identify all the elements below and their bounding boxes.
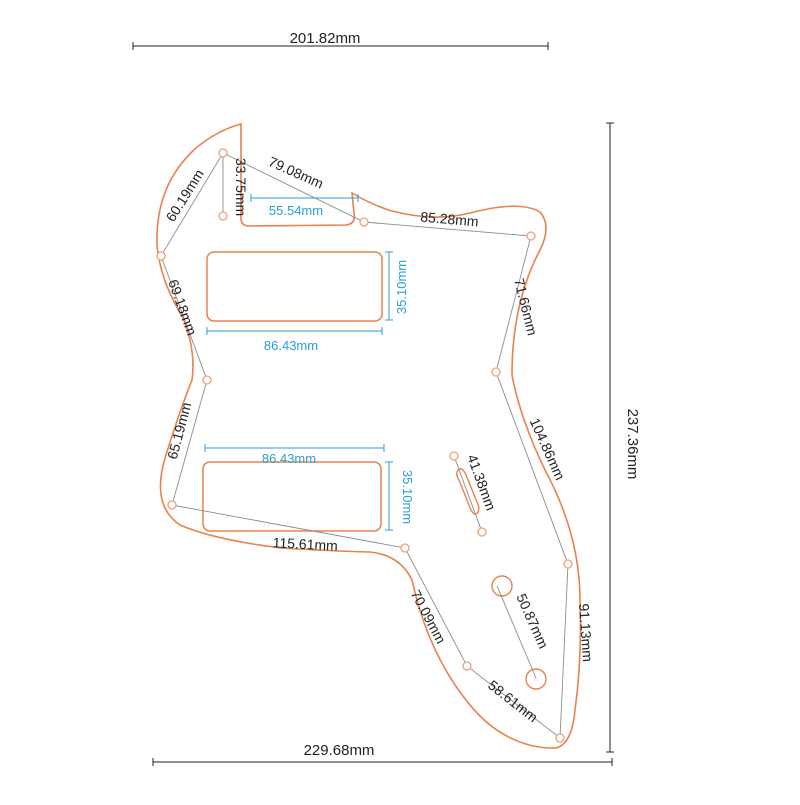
screw-hole [563, 559, 573, 569]
guide-lines [160, 152, 569, 739]
top-right-label: 85.28mm [420, 209, 480, 230]
bottom-width-label: 229.68mm [304, 742, 375, 759]
screw-hole [359, 217, 369, 227]
dimension-labels: 201.82mm 229.68mm 237.36mm 60.19mm 33.75… [163, 30, 641, 759]
knob-span-label: 50.87mm [513, 591, 551, 651]
switch-slot [456, 468, 480, 515]
screw-hole [202, 375, 212, 385]
screw-hole [477, 527, 487, 537]
screw-hole [218, 148, 228, 158]
horn-drop-label: 33.75mm [233, 158, 249, 216]
screw-hole [449, 451, 459, 461]
pickguard-body [156, 122, 582, 749]
screw-hole [462, 661, 472, 671]
pickup2-height-label: 35.10mm [400, 470, 415, 524]
left-lower-label: 65.19mm [164, 400, 195, 461]
right-mid-label: 104.86mm [527, 415, 569, 482]
guide-perimeter [160, 152, 569, 739]
horn-left-label: 60.19mm [163, 166, 207, 224]
pickup2-width-label: 86.43mm [262, 451, 316, 466]
pickguard-outline [156, 122, 582, 749]
knob-hole-top [491, 575, 513, 597]
screw-hole [400, 543, 410, 553]
outer-dimension-lines [132, 42, 614, 766]
pickup1-width-label: 86.43mm [264, 338, 318, 353]
mid-span-label: 115.61mm [272, 534, 338, 553]
pickup-cutout-neck [206, 251, 383, 322]
screw-hole [167, 500, 177, 510]
screw-hole [526, 231, 536, 241]
slot-width-label: 55.54mm [269, 203, 323, 218]
knob-hole-bottom [525, 668, 547, 690]
top-width-label: 201.82mm [290, 30, 361, 47]
bottom-diag-label: 58.61mm [485, 677, 541, 726]
total-height-label: 237.36mm [624, 409, 641, 480]
screw-hole [491, 367, 501, 377]
screw-hole [218, 211, 228, 221]
screw-hole [555, 733, 565, 743]
top-mid-label: 79.08mm [266, 153, 326, 191]
pickup-cutout-bridge [202, 461, 382, 532]
pickup1-height-label: 35.10mm [394, 260, 409, 314]
right-lower-label: 91.13mm [576, 603, 596, 662]
blue-dimension-lines [204, 194, 393, 531]
screw-hole [156, 251, 166, 261]
screw-holes [156, 148, 573, 743]
left-upper-label: 69.18mm [165, 277, 200, 337]
lower-left-label: 70.09mm [408, 587, 450, 646]
